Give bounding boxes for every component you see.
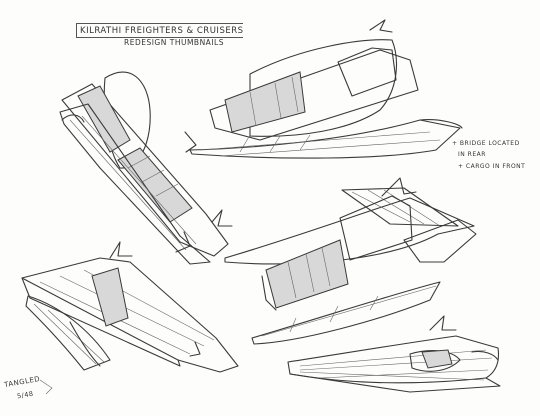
title-underline-box <box>76 23 243 38</box>
sheet-subtitle: Redesign Thumbnails <box>124 38 224 47</box>
design-note-2: In Rear <box>458 151 486 158</box>
lower-right-ship-icon <box>287 315 501 393</box>
sheet-title: Kilrathi Freighters & Cruisers <box>80 26 244 36</box>
middle-right-ship-icon <box>224 177 477 345</box>
lower-left-ship-icon <box>21 241 239 395</box>
design-note-1: + Bridge Located <box>452 140 520 147</box>
upper-right-ship-icon <box>184 19 463 159</box>
design-note-3: + Cargo In Front <box>458 163 526 170</box>
left-vertical-ship-icon <box>59 71 233 265</box>
